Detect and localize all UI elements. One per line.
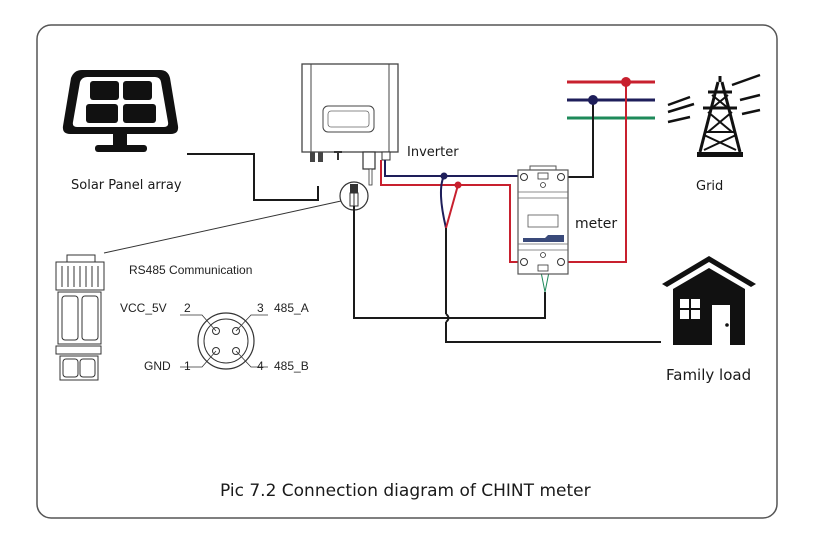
rs485-green-wires — [540, 271, 550, 293]
phase-wire-inverter — [380, 160, 520, 263]
pin-1-label: GND — [144, 359, 171, 373]
pin-4-label: 485_B — [274, 359, 309, 373]
grid-phase-drop — [562, 82, 627, 263]
rs485-connector-icon — [55, 254, 105, 381]
neutral-wire-inverter — [384, 160, 520, 177]
pin-3-label: 485_A — [274, 301, 309, 315]
neutral-branch — [440, 175, 447, 229]
phase-branch — [445, 184, 459, 229]
solar-panel-icon — [62, 70, 179, 152]
pin-diagram — [180, 312, 268, 370]
rs485-label: RS485 Communication — [129, 263, 252, 277]
transmission-tower-icon — [667, 73, 761, 157]
pin-4-number: 4 — [257, 359, 264, 373]
energy-meter-icon — [517, 165, 569, 275]
load-wire-to-house — [445, 322, 661, 343]
rs485-plug-icon — [339, 181, 369, 211]
figure-caption: Pic 7.2 Connection diagram of CHINT mete… — [220, 481, 591, 501]
pin-3-number: 3 — [257, 301, 264, 315]
grid-neutral-drop — [562, 100, 594, 178]
grid-neutral-junction — [588, 95, 598, 105]
rs485-pointer-line — [103, 200, 342, 254]
inverter-label: Inverter — [407, 145, 459, 160]
meter-label: meter — [575, 216, 617, 232]
family-load-label: Family load — [666, 366, 751, 384]
inverter-icon — [301, 63, 399, 186]
pin-2-label: VCC_5V — [120, 301, 167, 315]
dc-wire — [187, 153, 319, 201]
house-icon — [662, 256, 756, 345]
solar-panel-label: Solar Panel array — [71, 178, 182, 193]
rs485-cable — [353, 206, 546, 319]
pin-2-number: 2 — [184, 301, 191, 315]
grid-label: Grid — [696, 179, 723, 194]
pin-1-number: 1 — [184, 359, 191, 373]
grid-phase-junction — [621, 77, 631, 87]
